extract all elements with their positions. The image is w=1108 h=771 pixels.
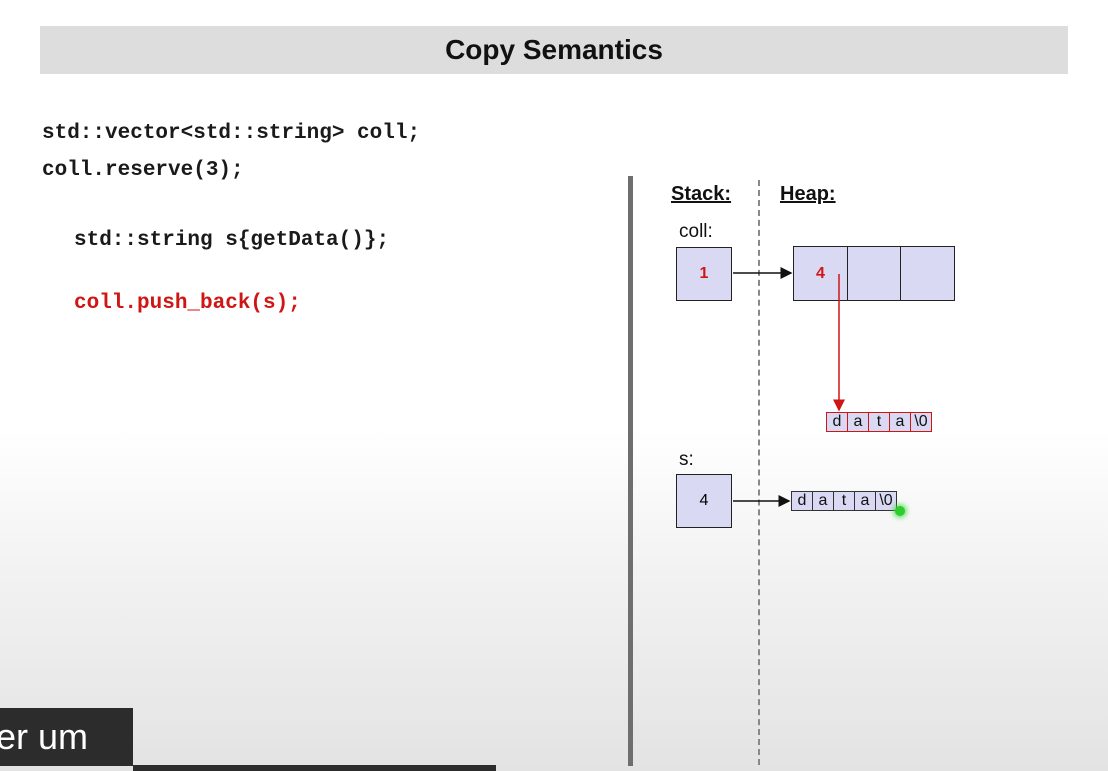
coll-label: coll: bbox=[679, 221, 713, 242]
subtitle-caption-strip bbox=[133, 765, 496, 771]
char-cell: a bbox=[847, 412, 869, 432]
coll-string-heap-data: d a t a \0 bbox=[826, 412, 932, 432]
char-cell: a bbox=[889, 412, 911, 432]
coll-element-1 bbox=[846, 246, 902, 301]
stack-header: Stack: bbox=[671, 183, 732, 205]
char-cell: t bbox=[833, 491, 855, 511]
subtitle-caption: er um bbox=[0, 708, 133, 766]
s-size-value: 4 bbox=[699, 492, 709, 509]
char-cell: \0 bbox=[875, 491, 897, 511]
char-cell: a bbox=[812, 491, 834, 511]
s-string-heap-data: d a t a \0 bbox=[791, 491, 897, 511]
heap-header: Heap: bbox=[780, 183, 836, 205]
slide-title-bar: Copy Semantics bbox=[40, 26, 1068, 74]
stack-heap-divider bbox=[758, 180, 760, 765]
slide-title: Copy Semantics bbox=[445, 34, 663, 65]
coll-stack-box: 1 bbox=[676, 247, 732, 301]
char-cell: d bbox=[826, 412, 848, 432]
s-label: s: bbox=[679, 449, 694, 470]
coll-heap-array: 4 bbox=[793, 246, 955, 301]
s-stack-box: 4 bbox=[676, 474, 732, 528]
cursor-pointer-dot bbox=[895, 506, 905, 516]
char-cell: \0 bbox=[910, 412, 932, 432]
code-line-string-decl: std::string s{getData()}; bbox=[74, 229, 390, 252]
code-line-push-back: coll.push_back(s); bbox=[74, 292, 301, 315]
code-line-vector-decl: std::vector<std::string> coll; bbox=[42, 122, 421, 145]
coll-element-0-value: 4 bbox=[816, 264, 825, 282]
coll-size-value: 1 bbox=[699, 265, 709, 282]
char-cell: d bbox=[791, 491, 813, 511]
char-cell: a bbox=[854, 491, 876, 511]
coll-element-2 bbox=[900, 246, 955, 301]
code-line-reserve: coll.reserve(3); bbox=[42, 159, 244, 182]
subtitle-text: er um bbox=[0, 716, 89, 757]
panel-divider bbox=[628, 176, 633, 766]
char-cell: t bbox=[868, 412, 890, 432]
coll-element-0: 4 bbox=[793, 246, 848, 301]
